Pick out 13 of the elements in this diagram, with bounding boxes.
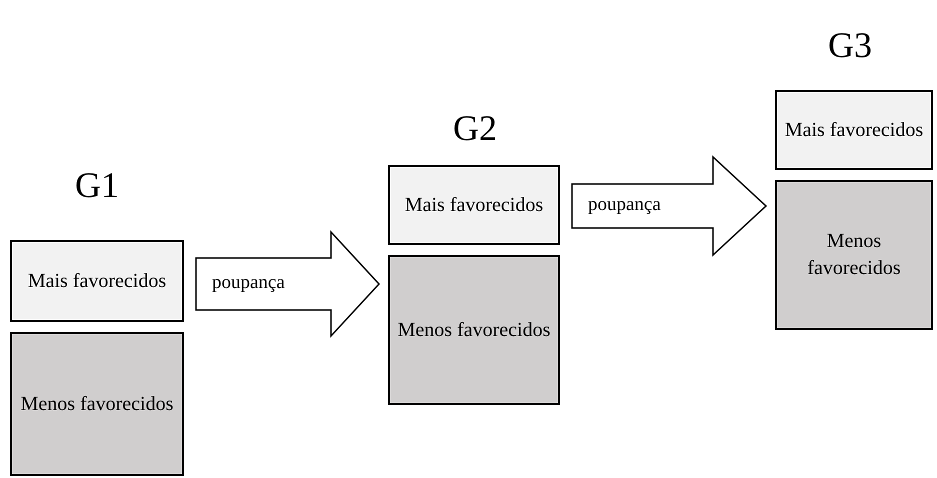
group-box: Menos favorecidos (10, 332, 184, 476)
generation-label: G2 (453, 110, 497, 146)
group-box: Mais favorecidos (10, 240, 184, 322)
edge-label: poupança (588, 195, 661, 214)
block-arrow (571, 155, 768, 257)
group-box: Menos favorecidos (388, 255, 560, 405)
generation-label: G1 (75, 167, 119, 203)
edge-label: poupança (212, 273, 285, 292)
group-box: Mais favorecidos (388, 165, 560, 245)
generation-label: G3 (828, 27, 872, 63)
block-arrow (195, 230, 380, 338)
group-box: Menos favorecidos (775, 180, 933, 330)
group-box: Mais favorecidos (775, 90, 933, 170)
